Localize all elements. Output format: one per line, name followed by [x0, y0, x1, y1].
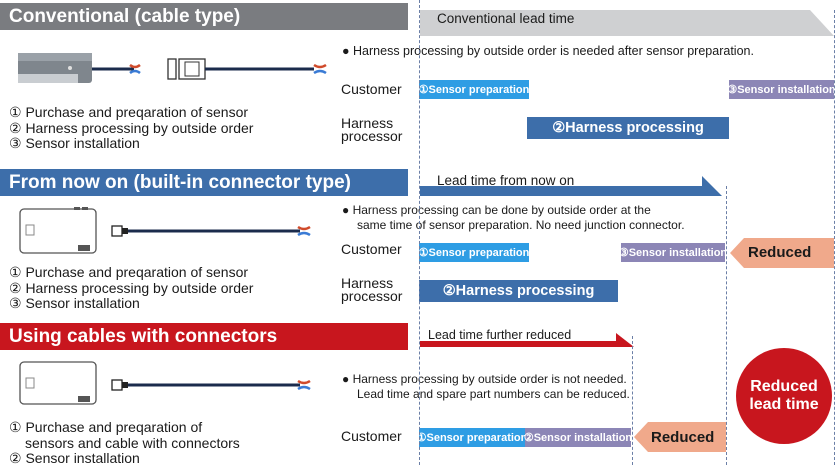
- step-item: ① Purchase and preqaration of: [9, 419, 203, 435]
- sensor-cable-illustration-conventional: [18, 53, 327, 83]
- section-header-conventional: Conventional (cable type): [0, 3, 408, 30]
- step-item: ① Purchase and preqaration of sensor: [9, 264, 249, 280]
- section-header-cables-with-connectors: Using cables with connectors: [0, 323, 408, 350]
- reduced-arrow-built-in: [730, 238, 834, 268]
- sensor-preparation-box-conventional: ①Sensor preparation: [419, 80, 529, 99]
- sensor-cable-illustration-built-in: [19, 207, 311, 254]
- reduced-arrow-with-connectors: [634, 422, 726, 452]
- customer-label-conventional: Customer: [341, 81, 402, 97]
- harness-processor-label-built-in: Harness processor: [341, 275, 403, 304]
- step-item: ① Purchase and preqaration of sensor: [9, 104, 249, 120]
- reduced-label-with-connectors: Reduced: [651, 429, 715, 446]
- sensor-preparation-box-built-in: ①Sensor preparation: [419, 243, 529, 262]
- timeline-start-line: [419, 0, 420, 465]
- lead-time-arrow-conventional: [420, 10, 834, 36]
- timeline-end-line-with-connectors: [632, 336, 633, 465]
- sensor-cable-illustration-with-connectors: [19, 361, 311, 405]
- lead-time-arrow-with-connectors: [420, 333, 634, 347]
- lead-time-label-built-in: Lead time from now on: [437, 173, 575, 188]
- step-item: ② Harness processing by outside order: [9, 279, 254, 296]
- sensor-installation-box-conventional: ③Sensor installation: [727, 80, 836, 99]
- steps-list-conventional: ① Purchase and preqaration of sensor ② H…: [9, 104, 254, 152]
- steps-list-built-in: ① Purchase and preqaration of sensor ② H…: [9, 264, 254, 312]
- lead-time-label-conventional: Conventional lead time: [437, 11, 575, 26]
- harness-processing-box-built-in: ②Harness processing: [419, 280, 618, 302]
- note-built-in: ● Harness processing can be done by outs…: [342, 203, 685, 232]
- harness-processing-box-conventional: ②Harness processing: [527, 117, 729, 139]
- reduced-lead-time-badge: Reduced lead time: [736, 348, 832, 444]
- reduced-label-built-in: Reduced: [748, 244, 812, 261]
- section-header-built-in-connector: From now on (built-in connector type): [0, 169, 408, 196]
- step-item: sensors and cable with connectors: [25, 434, 240, 451]
- note-conventional: ● Harness processing by outside order is…: [342, 44, 754, 58]
- timeline-end-line-built-in: [726, 186, 727, 465]
- sensor-installation-box-with-connectors: ②Sensor installation: [524, 428, 632, 447]
- timeline-end-line-conventional: [834, 10, 835, 465]
- customer-label-with-connectors: Customer: [341, 428, 402, 444]
- lead-time-arrow-built-in: [420, 176, 722, 196]
- steps-list-with-connectors: ① Purchase and preqaration of sensors an…: [9, 419, 240, 467]
- note-with-connectors: ● Harness processing by outside order is…: [342, 372, 630, 401]
- step-item: ③ Sensor installation: [9, 295, 140, 311]
- step-item: ② Sensor installation: [9, 450, 140, 466]
- sensor-installation-box-built-in: ③Sensor installation: [619, 243, 727, 262]
- step-item: ② Harness processing by outside order: [9, 119, 254, 136]
- harness-processor-label-conventional: Harness processor: [341, 115, 403, 144]
- sensor-preparation-box-with-connectors: ①Sensor preparation: [417, 428, 527, 447]
- customer-label-built-in: Customer: [341, 241, 402, 257]
- lead-time-label-with-connectors: Lead time further reduced: [428, 328, 572, 342]
- step-item: ③ Sensor installation: [9, 135, 140, 151]
